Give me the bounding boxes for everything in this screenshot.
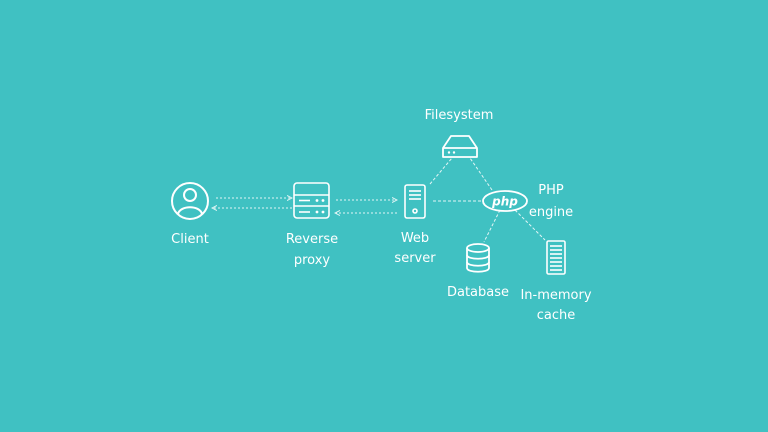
web-server-label-line1: Web — [400, 231, 430, 246]
client-label: Client — [171, 232, 209, 247]
php-database-link — [483, 209, 501, 243]
cache-label-line1: In-memory — [520, 288, 592, 303]
memory-rack-icon — [546, 240, 566, 275]
php-filesystem-link — [469, 157, 493, 191]
hard-drive-icon — [442, 135, 478, 158]
database-icon — [466, 243, 490, 273]
cache-label-line2: cache — [536, 308, 576, 323]
php-logo-icon: php — [482, 190, 528, 212]
web-server-label-line2: server — [394, 251, 436, 266]
reverse-proxy-label-line2: proxy — [293, 253, 331, 268]
webserver-filesystem-link — [429, 157, 453, 185]
user-icon — [171, 182, 209, 220]
server-rack-icon — [293, 182, 330, 219]
php-cache-link — [514, 209, 546, 241]
database-label: Database — [446, 285, 510, 300]
php-logo-text: php — [491, 195, 518, 209]
server-tower-icon — [404, 184, 426, 219]
reverse-proxy-label-line1: Reverse — [285, 232, 339, 247]
php-engine-label-line1: PHP — [538, 183, 564, 198]
php-engine-label-line2: engine — [528, 205, 574, 220]
filesystem-label: Filesystem — [424, 108, 494, 123]
